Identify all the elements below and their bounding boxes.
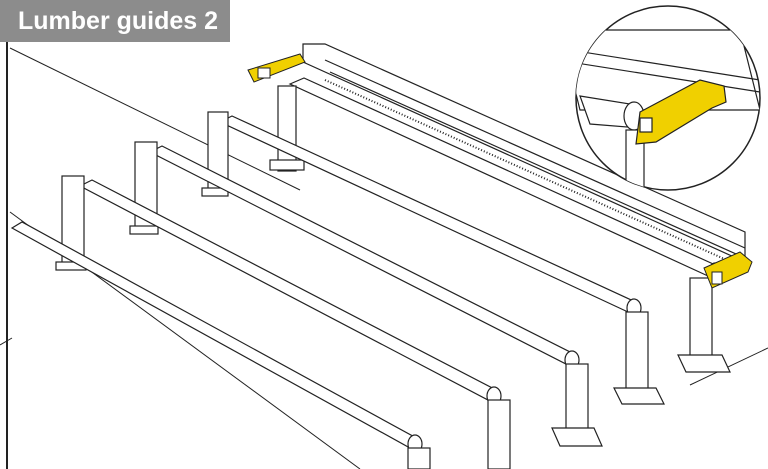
- lumber-guide-right: [703, 251, 753, 289]
- page-title: Lumber guides 2: [0, 0, 230, 42]
- roller-1: [55, 175, 511, 469]
- detail-callout: [575, 5, 761, 191]
- lumber-guide-left: [247, 53, 306, 83]
- frame-border-left: [6, 42, 8, 469]
- front-pipe: [10, 221, 431, 469]
- roller-2: [129, 141, 603, 447]
- transfer-chain-housing: [302, 43, 746, 267]
